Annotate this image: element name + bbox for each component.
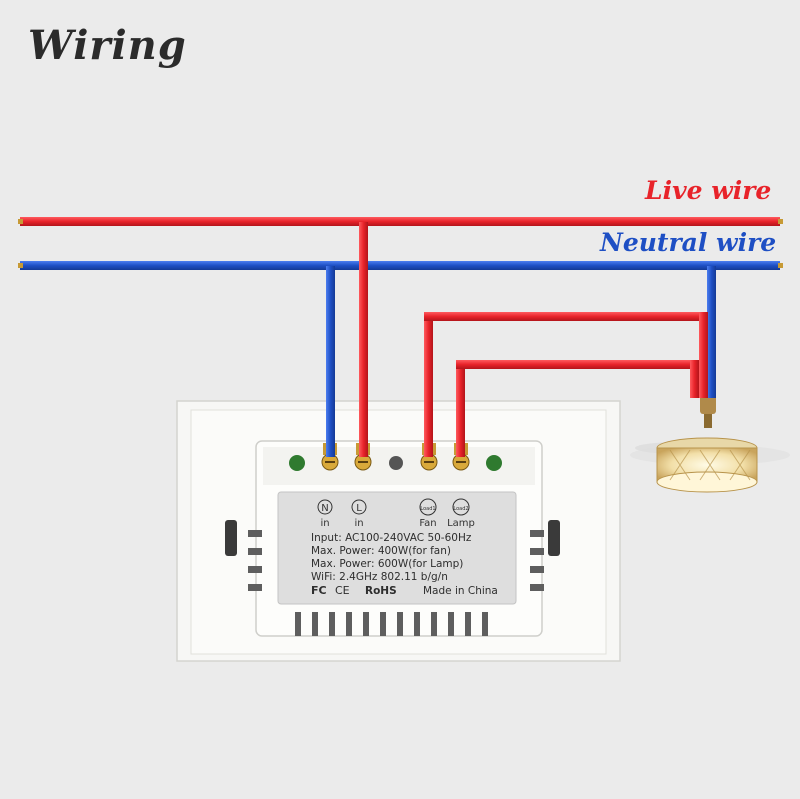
live-wire — [18, 217, 783, 226]
terminal-load2-symbol: Load2 — [453, 506, 468, 512]
spec-wifi: WiFi: 2.4GHz 802.11 b/g/n — [311, 571, 448, 583]
neutral-wire-label: Neutral wire — [600, 228, 777, 257]
ceiling-fan-lamp — [630, 392, 790, 493]
cert-rohs: RoHS — [365, 585, 397, 597]
terminal-load1-caption: Fan — [419, 518, 436, 529]
spec-power-fan: Max. Power: 400W(for fan) — [311, 545, 451, 557]
wire-fan-load — [424, 312, 708, 457]
spec-label: Input: AC100-240VAC 50-60Hz Max. Power: … — [311, 532, 498, 597]
wire-neutral-to-n — [326, 266, 335, 457]
terminal-labels: N in L in Load1 Fan Load2 Lamp — [317, 498, 475, 529]
spec-origin: Made in China — [423, 585, 498, 597]
cert-ce: CE — [335, 584, 350, 597]
terminal-l-symbol: L — [356, 503, 362, 514]
neutral-wire — [18, 261, 783, 270]
terminal-load1-symbol: Load1 — [420, 506, 435, 512]
wire-neutral-to-lamp — [707, 266, 716, 398]
terminal-n-caption: in — [320, 518, 329, 529]
wire-lamp-load — [456, 360, 699, 457]
live-wire-label: Live wire — [645, 176, 772, 205]
page-title: Wiring — [28, 22, 187, 69]
terminal-n-symbol: N — [321, 503, 328, 514]
switch-body — [248, 440, 544, 637]
spec-power-lamp: Max. Power: 600W(for Lamp) — [311, 558, 463, 570]
cert-fc: FC — [311, 584, 327, 597]
spec-input: Input: AC100-240VAC 50-60Hz — [311, 532, 472, 544]
wire-live-to-l — [359, 222, 368, 457]
terminal-load2-caption: Lamp — [447, 518, 475, 529]
terminal-l-caption: in — [354, 518, 363, 529]
